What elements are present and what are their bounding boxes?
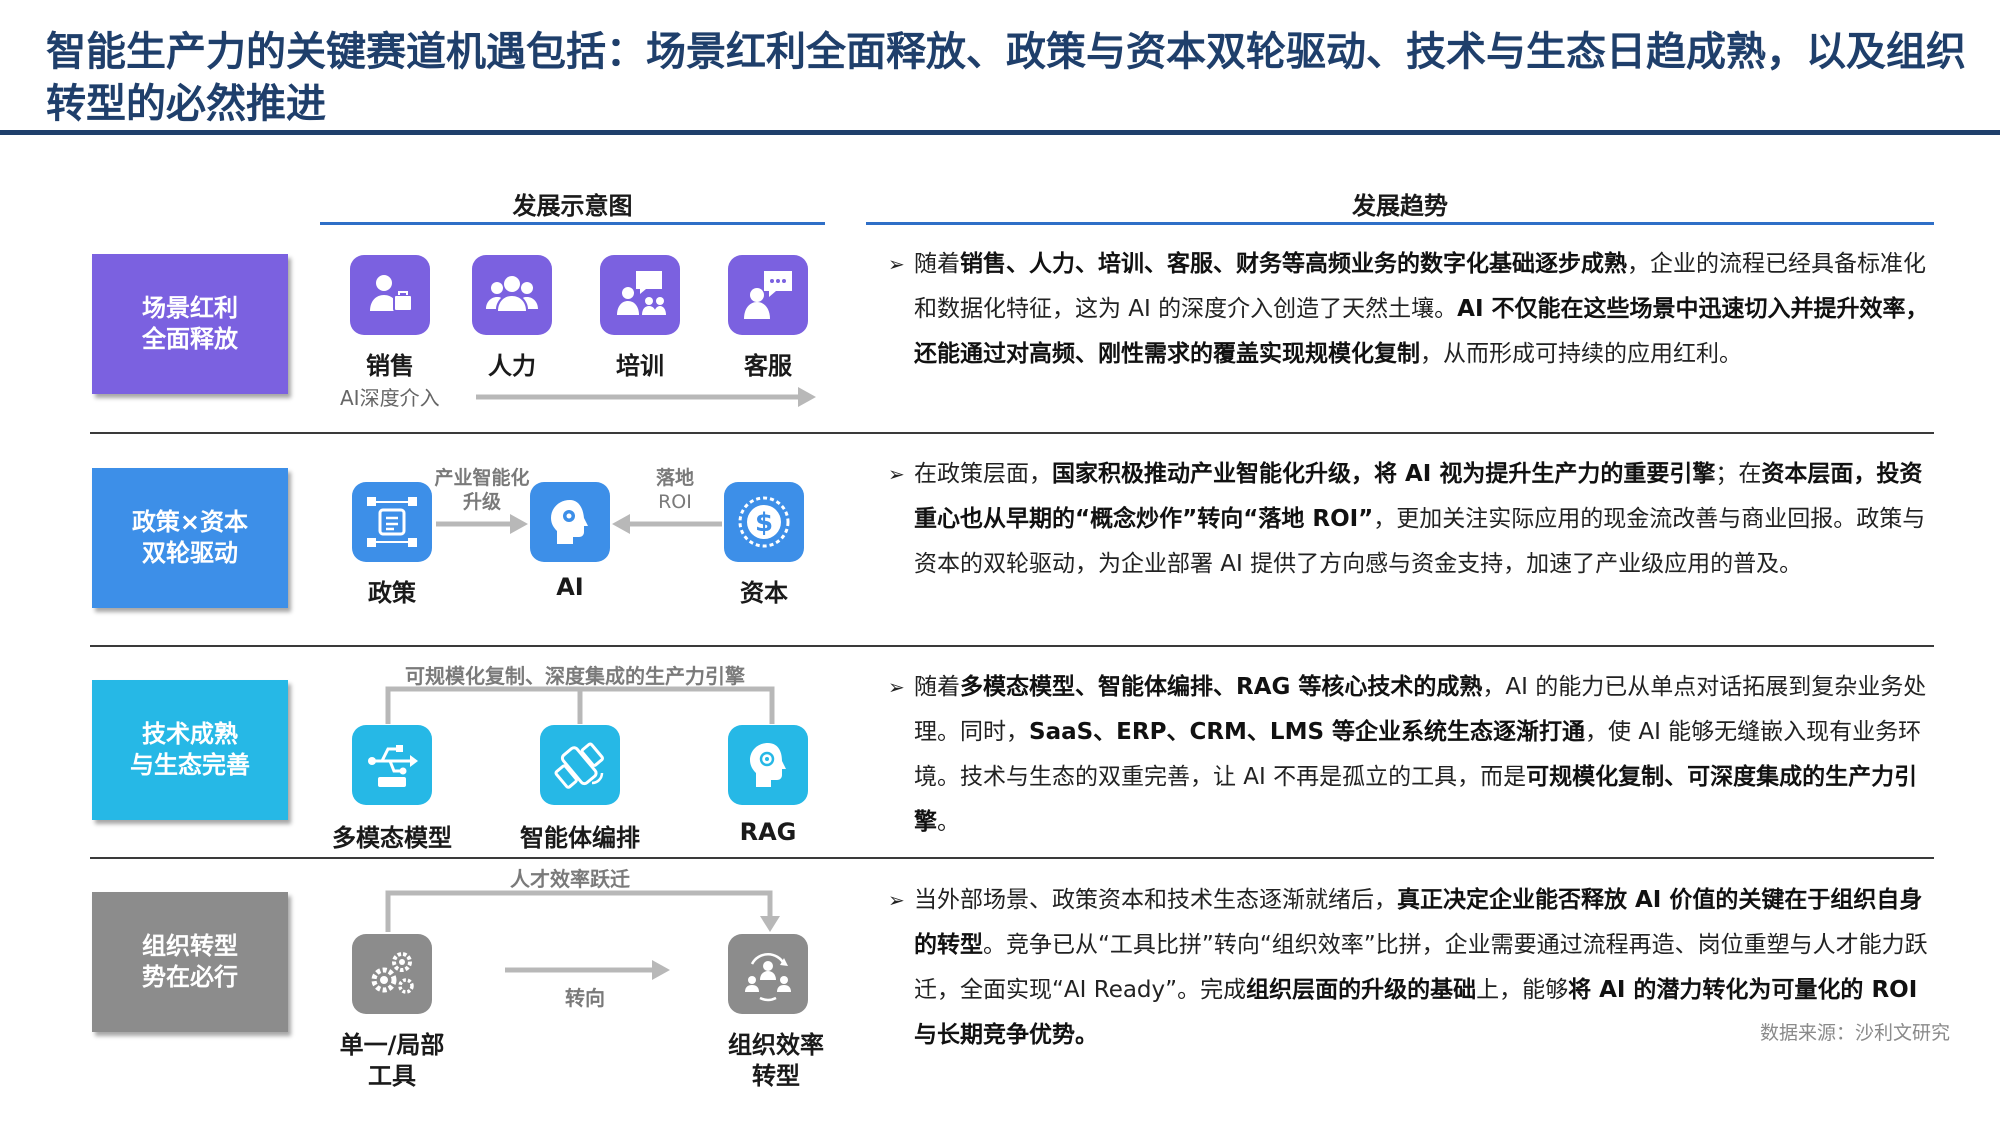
- roi-label: ROI: [658, 491, 692, 513]
- trend-segment: 可规模化复制、可深度集成的生产力引擎: [914, 764, 1918, 835]
- training-icon: [600, 255, 680, 335]
- trend-segment: ，使 AI 能够无缝嵌入现有业务环境。技术与生态的双重完善，让 AI 不再是孤立…: [914, 719, 1922, 790]
- row4-trend: ➢ 当外部场景、政策资本和技术生态逐渐就绪后，真正决定企业能否释放 AI 价值的…: [888, 878, 1934, 1058]
- industrial-upgrade-label: 产业智能化升级: [434, 467, 530, 513]
- trend-segment: SaaS、ERP、CRM、LMS 等企业系统生态逐渐打通: [1029, 719, 1586, 745]
- row4-trend-text: 当外部场景、政策资本和技术生态逐渐就绪后，真正决定企业能否释放 AI 价值的关键…: [914, 887, 1928, 1048]
- capital-icon: $: [724, 482, 804, 562]
- row3-label: 技术成熟 与生态完善: [130, 720, 250, 779]
- trend-segment: ，AI 的能力已从单点对话拓展到复杂业务处理。同时，: [914, 674, 1927, 745]
- agent-orchestration-caption: 智能体编排: [520, 824, 640, 852]
- row3-trend: ➢ 随着多模态模型、智能体编排、RAG 等核心技术的成熟，AI 的能力已从单点对…: [888, 665, 1934, 845]
- row-divider-3: [90, 857, 1934, 859]
- row2-label-box: 政策×资本 双轮驱动: [92, 468, 288, 608]
- ai-intervention-label: AI深度介入: [340, 386, 440, 410]
- row2-trend: ➢ 在政策层面，国家积极推动产业智能化升级，将 AI 视为提升生产力的重要引擎；…: [888, 452, 1940, 587]
- bullet-arrow-icon: ➢: [888, 888, 905, 912]
- shift-arrow: [505, 960, 670, 980]
- talent-leap-arrow: [385, 890, 780, 932]
- trend-segment: 上，能够: [1476, 977, 1569, 1003]
- customer-service-icon: [728, 255, 808, 335]
- rag-icon: [728, 725, 808, 805]
- single-tool-caption: 单一/局部 工具: [339, 1031, 445, 1090]
- shift-label: 转向: [565, 986, 605, 1010]
- row4-label: 组织转型 势在必行: [142, 932, 238, 991]
- trend-segment: 。竞争已从“工具比拼”转向“组织效率”比拼，企业需要通过流程再造、岗位重塑与人才…: [914, 932, 1928, 1003]
- trend-segment: 随着: [914, 251, 960, 277]
- page-title: 智能生产力的关键赛道机遇包括：场景红利全面释放、政策与资本双轮驱动、技术与生态日…: [46, 29, 1966, 127]
- gears-icon: [352, 934, 432, 1014]
- policy-icon: [352, 482, 432, 562]
- trend-segment: 在政策层面，: [914, 461, 1052, 487]
- svg-text:$: $: [755, 508, 773, 538]
- agent-orchestration-icon: [540, 725, 620, 805]
- trend-segment: 真正决定企业能否释放 AI 价值的关键在于组织自身的转型: [914, 887, 1923, 958]
- left-column-header: 发展示意图: [512, 192, 633, 220]
- row3-label-box: 技术成熟 与生态完善: [92, 680, 288, 820]
- rag-caption: RAG: [739, 818, 797, 846]
- row-divider-1: [90, 432, 1934, 434]
- right-column-header: 发展趋势: [1352, 192, 1448, 220]
- ai-caption: AI: [556, 573, 584, 601]
- productivity-engine-label: 可规模化复制、深度集成的生产力引擎: [405, 664, 745, 688]
- ai-intervention-arrow: [476, 387, 816, 407]
- trend-segment: ，更加关注实际应用的现金流改善与商业回报。政策与资本的双轮驱动，为企业部署 AI…: [914, 506, 1926, 577]
- sales-caption: 销售: [366, 352, 414, 380]
- row1-label-box: 场景红利 全面释放: [92, 254, 288, 394]
- policy-caption: 政策: [368, 579, 416, 607]
- policy-to-ai-arrow: [436, 514, 528, 534]
- row1-trend: ➢ 随着销售、人力、培训、客服、财务等高频业务的数字化基础逐步成熟，企业的流程已…: [888, 242, 1934, 377]
- tech-bracket: [385, 686, 775, 724]
- trend-segment: 组织层面的升级的基础: [1246, 977, 1477, 1003]
- trend-segment: 销售、人力、培训、客服、财务等高频业务的数字化基础逐步成熟: [960, 251, 1627, 277]
- sales-icon: [350, 255, 430, 335]
- row2-label: 政策×资本 双轮驱动: [131, 508, 249, 567]
- org-efficiency-icon: [728, 934, 808, 1014]
- bullet-arrow-icon: ➢: [888, 252, 905, 276]
- title-divider: [0, 130, 2000, 135]
- row1-label: 场景红利 全面释放: [142, 294, 238, 353]
- trend-segment: 国家积极推动产业智能化升级，将 AI 视为提升生产力的重要引擎: [1052, 461, 1716, 487]
- bullet-arrow-icon: ➢: [888, 462, 905, 486]
- data-source: 数据来源：沙利文研究: [1759, 1022, 1950, 1044]
- row-divider-2: [90, 645, 1934, 647]
- trend-segment: ，企业的流程已经具备标准化和数据化特征，这为 AI 的深度介入创造了天然土壤。: [914, 251, 1926, 322]
- org-efficiency-caption: 组织效率 转型: [728, 1031, 824, 1090]
- training-caption: 培训: [616, 352, 664, 380]
- capital-caption: 资本: [740, 579, 788, 607]
- customer-service-caption: 客服: [744, 352, 792, 380]
- multimodal-caption: 多模态模型: [332, 824, 452, 852]
- left-column-rule: [320, 222, 825, 225]
- hr-caption: 人力: [488, 352, 536, 380]
- trend-segment: 当外部场景、政策资本和技术生态逐渐就绪后，: [914, 887, 1397, 913]
- trend-segment: 资本层面，投资重心也从早期的“概念炒作”转向“落地 ROI”: [914, 461, 1923, 532]
- trend-segment: ；在: [1715, 461, 1762, 487]
- row2-trend-text: 在政策层面，国家积极推动产业智能化升级，将 AI 视为提升生产力的重要引擎；在资…: [914, 461, 1925, 577]
- multimodal-icon: [352, 725, 432, 805]
- trend-segment: AI 不仅能在这些场景中迅速切入并提升效率，还能通过对高频、刚性需求的覆盖实现规…: [914, 296, 1929, 367]
- trend-segment: 随着: [914, 674, 960, 700]
- right-column-rule: [866, 222, 1934, 225]
- row1-trend-text: 随着销售、人力、培训、客服、财务等高频业务的数字化基础逐步成熟，企业的流程已经具…: [914, 251, 1929, 367]
- trend-segment: ，从而形成可持续的应用红利。: [1420, 341, 1742, 367]
- hr-icon: [472, 255, 552, 335]
- trend-segment: 将 AI 的潜力转化为可量化的 ROI 与长期竞争优势。: [914, 977, 1918, 1048]
- landing-label: 落地: [655, 467, 694, 489]
- bullet-arrow-icon: ➢: [888, 675, 905, 699]
- row3-trend-text: 随着多模态模型、智能体编排、RAG 等核心技术的成熟，AI 的能力已从单点对话拓…: [914, 674, 1926, 835]
- capital-to-ai-arrow: [612, 514, 722, 534]
- trend-segment: 多模态模型、智能体编排、RAG 等核心技术的成熟: [960, 674, 1483, 700]
- talent-efficiency-label: 人才效率跃迁: [510, 867, 630, 891]
- trend-segment: 。: [937, 809, 960, 835]
- ai-brain-icon: [530, 482, 610, 562]
- row4-label-box: 组织转型 势在必行: [92, 892, 288, 1032]
